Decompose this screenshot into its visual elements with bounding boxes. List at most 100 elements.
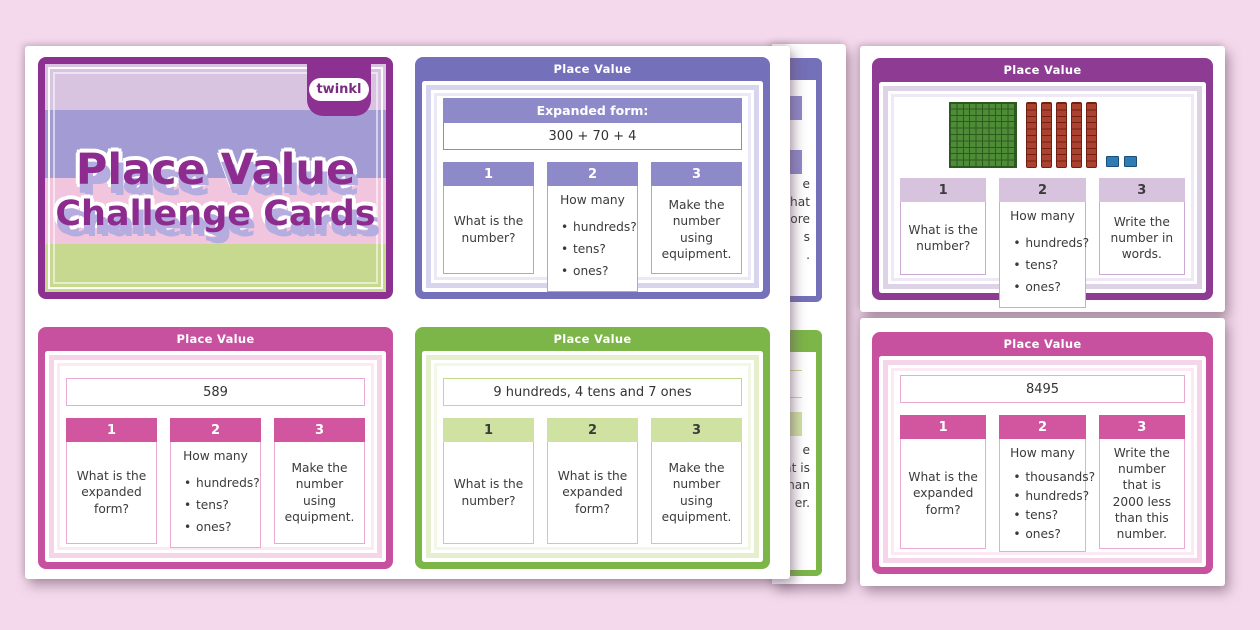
challenge-column-1: 1 What is the expanded form? bbox=[900, 415, 987, 549]
challenge-column-1: 1 What is the number? bbox=[900, 178, 987, 275]
column-text: What is the expanded form? bbox=[66, 442, 157, 544]
column-number: 3 bbox=[1098, 178, 1185, 202]
text-fragment: e bbox=[802, 443, 811, 457]
card-pink-8495: Place Value 8495 1 What is the expanded … bbox=[872, 332, 1213, 574]
bullet-item: ones? bbox=[1013, 526, 1077, 542]
text-fragment: ore bbox=[790, 212, 810, 227]
challenge-column-2: 2 How many hundreds? tens? ones? bbox=[170, 418, 261, 549]
bullet-list: hundreds? tens? ones? bbox=[178, 469, 260, 541]
bullet-item: tens? bbox=[561, 241, 630, 257]
challenge-column-3: 3 Write the number that is 2000 less tha… bbox=[1098, 415, 1185, 549]
card-body: 8495 1 What is the expanded form? 2 How … bbox=[879, 356, 1206, 567]
column-text: Write the number in words. bbox=[1098, 202, 1185, 275]
bullet-list: thousands? hundreds? tens? ones? bbox=[1007, 466, 1095, 545]
column-text: Write the number that is 2000 less than … bbox=[1098, 439, 1185, 549]
challenge-columns: 1 What is the number? 2 How many hundred… bbox=[443, 162, 742, 293]
twinkl-logo-cloud: twinkl bbox=[309, 77, 369, 101]
ten-rod bbox=[1040, 102, 1052, 168]
column-text: What is the number? bbox=[443, 186, 534, 274]
column-subtitle: How many bbox=[1010, 446, 1075, 460]
hundreds-block bbox=[948, 102, 1017, 168]
column-number: 2 bbox=[547, 418, 638, 442]
challenge-column-1: 1 What is the number? bbox=[443, 418, 534, 544]
challenge-column-2: 2 How many thousands? hundreds? tens? on… bbox=[999, 415, 1095, 553]
column-number: 3 bbox=[651, 418, 742, 442]
column-text: What is the number? bbox=[900, 202, 987, 275]
column-number: 2 bbox=[170, 418, 261, 442]
ones-cubes bbox=[1105, 156, 1137, 168]
card-body: 589 1 What is the expanded form? 2 How m… bbox=[45, 351, 386, 562]
bullet-item: hundreds? bbox=[1013, 235, 1089, 251]
front-sheet: Place Value Challenge Cards twinkl Place… bbox=[25, 46, 790, 579]
card-header: Place Value bbox=[176, 332, 255, 346]
ten-rod bbox=[1070, 102, 1082, 168]
tens-rods bbox=[1025, 102, 1097, 168]
text-fragment: hat bbox=[790, 194, 810, 209]
title-line-2: Challenge Cards bbox=[55, 194, 376, 235]
challenge-columns: 1 What is the expanded form? 2 How many … bbox=[66, 418, 365, 549]
bullet-item: tens? bbox=[1013, 257, 1077, 273]
column-number: 2 bbox=[547, 162, 638, 186]
column-number: 1 bbox=[900, 178, 987, 202]
column-text: How many hundreds? tens? ones? bbox=[999, 202, 1089, 309]
card-blocks: Place Value 1 What is the number? 2 H bbox=[872, 58, 1213, 309]
column-subtitle: How many bbox=[1010, 209, 1075, 223]
column-text: Make the number using equipment. bbox=[651, 186, 742, 274]
twinkl-logo: twinkl bbox=[307, 62, 371, 116]
text-fragment: s bbox=[803, 230, 810, 245]
number-box: 9 hundreds, 4 tens and 7 ones bbox=[443, 378, 742, 406]
base-ten-blocks bbox=[900, 94, 1185, 168]
ten-rod bbox=[1055, 102, 1067, 168]
title-line-1: Place Value bbox=[75, 145, 356, 196]
column-text: How many hundreds? tens? ones? bbox=[170, 442, 261, 549]
column-number: 3 bbox=[1098, 415, 1185, 439]
one-cube bbox=[1105, 156, 1119, 167]
card-body: 1 What is the number? 2 How many hundred… bbox=[879, 82, 1206, 309]
text-fragment: er. bbox=[794, 496, 810, 511]
bullet-list: hundreds? tens? ones? bbox=[1007, 229, 1089, 301]
stripe-green bbox=[45, 244, 386, 292]
card-body: Expanded form: 300 + 70 + 4 1 What is th… bbox=[422, 81, 763, 293]
bullet-item: ones? bbox=[561, 263, 630, 279]
column-subtitle: How many bbox=[560, 193, 625, 207]
column-text: Make the number using equipment. bbox=[274, 442, 365, 544]
card-body: 9 hundreds, 4 tens and 7 ones 1 What is … bbox=[422, 351, 763, 562]
challenge-column-3: 3 Make the number using equipment. bbox=[274, 418, 365, 544]
stripe-pink bbox=[45, 178, 386, 244]
column-number: 1 bbox=[66, 418, 157, 442]
column-number: 1 bbox=[900, 415, 987, 439]
text-fragment: at is bbox=[784, 460, 810, 475]
card-header: Place Value bbox=[553, 332, 632, 346]
column-text: How many hundreds? tens? ones? bbox=[547, 186, 638, 293]
challenge-columns: 1 What is the number? 2 What is the expa… bbox=[443, 418, 742, 544]
challenge-column-2: 2 What is the expanded form? bbox=[547, 418, 638, 544]
number-box: 300 + 70 + 4 bbox=[443, 122, 742, 150]
number-box: 8495 bbox=[900, 375, 1185, 403]
top-right-sheet: Place Value 1 What is the number? 2 H bbox=[860, 46, 1225, 312]
title-card: Place Value Challenge Cards twinkl bbox=[38, 57, 393, 299]
column-subtitle: How many bbox=[183, 449, 248, 463]
bullet-item: thousands? bbox=[1013, 469, 1095, 485]
bottom-right-sheet: Place Value 8495 1 What is the expanded … bbox=[860, 318, 1225, 586]
one-cube bbox=[1123, 156, 1137, 167]
challenge-columns: 1 What is the number? 2 How many hundred… bbox=[900, 178, 1185, 309]
column-text: How many thousands? hundreds? tens? ones… bbox=[999, 439, 1095, 553]
column-number: 3 bbox=[274, 418, 365, 442]
bullet-item: tens? bbox=[1013, 507, 1077, 523]
ten-rod bbox=[1025, 102, 1037, 168]
text-fragment: e bbox=[802, 177, 811, 191]
challenge-column-1: 1 What is the expanded form? bbox=[66, 418, 157, 544]
column-text: What is the number? bbox=[443, 442, 534, 544]
card-header: Place Value bbox=[1003, 63, 1082, 77]
column-text: What is the expanded form? bbox=[547, 442, 638, 544]
bullet-item: ones? bbox=[1013, 279, 1077, 295]
challenge-column-1: 1 What is the number? bbox=[443, 162, 534, 274]
challenge-column-2: 2 How many hundreds? tens? ones? bbox=[547, 162, 638, 293]
challenge-columns: 1 What is the expanded form? 2 How many … bbox=[900, 415, 1185, 553]
challenge-column-2: 2 How many hundreds? tens? ones? bbox=[999, 178, 1089, 309]
bullet-item: tens? bbox=[184, 497, 253, 513]
text-fragment: . bbox=[806, 247, 810, 262]
bullet-item: hundreds? bbox=[561, 219, 637, 235]
column-text: What is the expanded form? bbox=[900, 439, 987, 549]
